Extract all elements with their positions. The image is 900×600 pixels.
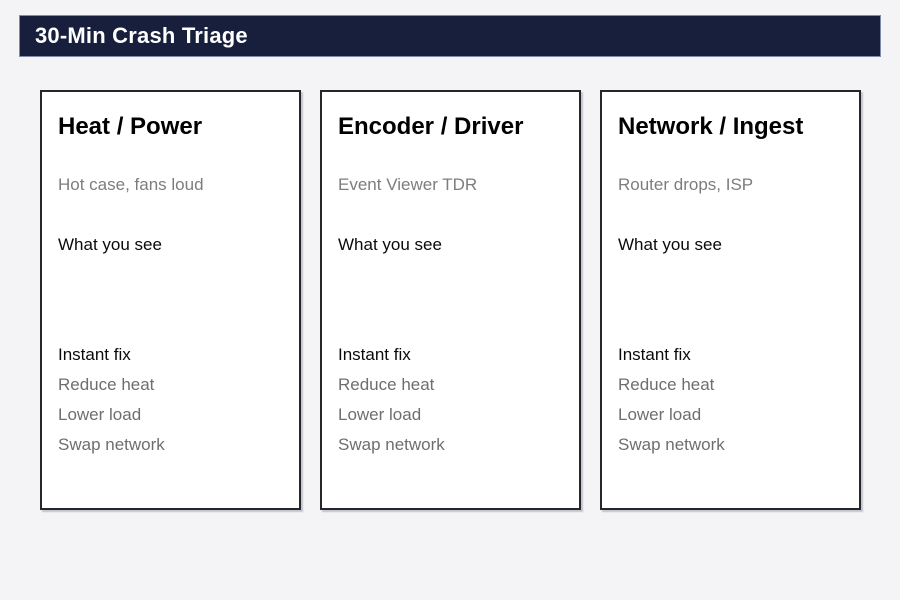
what-you-see-label: What you see (58, 235, 162, 254)
card-subtitle: Event Viewer TDR (338, 175, 478, 194)
page-title: 30-Min Crash Triage (35, 23, 248, 48)
fix-item: Lower load (338, 405, 422, 424)
what-you-see-label: What you see (618, 235, 722, 254)
card-subtitle: Hot case, fans loud (58, 175, 204, 194)
card-content: Heat / Power Hot case, fans loud What yo… (42, 112, 299, 455)
triage-card-row: Heat / Power Hot case, fans loud What yo… (40, 90, 861, 510)
fix-item: Swap network (618, 435, 725, 454)
card-content: Encoder / Driver Event Viewer TDR What y… (322, 112, 579, 455)
fix-item: Swap network (58, 435, 165, 454)
fix-item: Reduce heat (58, 375, 155, 394)
fix-item: Lower load (58, 405, 142, 424)
fix-item: Reduce heat (338, 375, 435, 394)
card-subtitle: Router drops, ISP (618, 175, 754, 194)
card-encoder-driver: Encoder / Driver Event Viewer TDR What y… (320, 90, 581, 510)
instant-fix-label: Instant fix (58, 345, 131, 364)
card-content: Network / Ingest Router drops, ISP What … (602, 112, 859, 455)
card-network-ingest: Network / Ingest Router drops, ISP What … (600, 90, 861, 510)
instant-fix-label: Instant fix (618, 345, 691, 364)
card-title: Network / Ingest (618, 113, 804, 140)
what-you-see-label: What you see (338, 235, 442, 254)
fix-item: Reduce heat (618, 375, 715, 394)
card-title: Heat / Power (58, 113, 203, 140)
fix-item: Swap network (338, 435, 445, 454)
instant-fix-label: Instant fix (338, 345, 411, 364)
card-heat-power: Heat / Power Hot case, fans loud What yo… (40, 90, 301, 510)
fix-item: Lower load (618, 405, 702, 424)
title-bar: 30-Min Crash Triage (19, 15, 881, 57)
card-title: Encoder / Driver (338, 113, 524, 140)
